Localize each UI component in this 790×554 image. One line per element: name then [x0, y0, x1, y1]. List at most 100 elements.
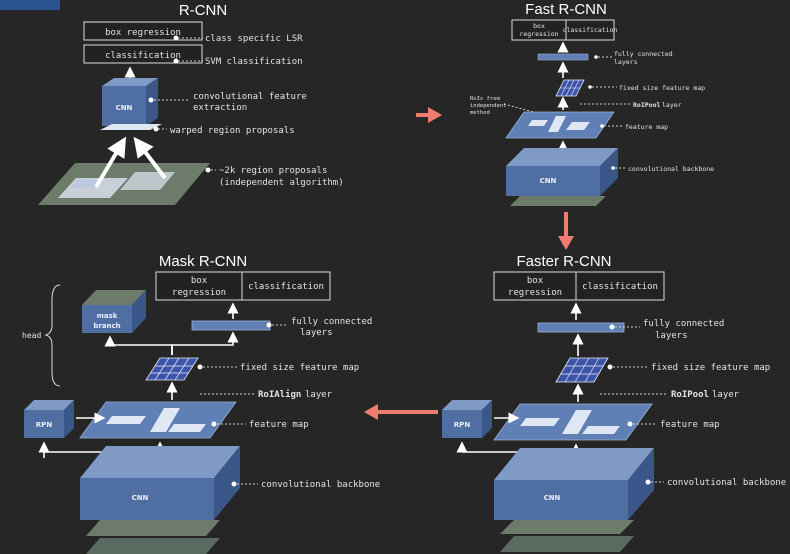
- mask-dot: [231, 481, 237, 487]
- rcnn-lsr-label: class specific LSR: [205, 34, 303, 44]
- fast-layer: layer: [662, 101, 682, 109]
- faster-layer: layer: [712, 390, 740, 400]
- fast-title: Fast R-CNN: [525, 1, 607, 18]
- top-left-fragment: [0, 0, 60, 10]
- faster-fixed: fixed size feature map: [651, 363, 770, 373]
- arrow-faster-to-mask: [364, 404, 438, 420]
- fast-dot: [588, 85, 592, 89]
- rcnn-cnn-label: CNN: [116, 104, 133, 112]
- faster-title: Faster R-CNN: [516, 253, 611, 270]
- mask-fc-2: layers: [300, 328, 333, 338]
- rcnn-dot: [148, 97, 154, 103]
- arrow-fast-to-faster: [558, 212, 574, 250]
- mask-rpn-cube: [24, 400, 74, 438]
- rcnn-dot: [173, 35, 179, 41]
- mask-layer: layer: [305, 390, 333, 400]
- faster-dot: [645, 479, 651, 485]
- mask-branch-2: branch: [93, 322, 120, 330]
- rcnn-conv-feature-2: extraction: [193, 103, 247, 113]
- rcnn-cnn-cube: [102, 78, 158, 126]
- faster-fixed-grid: [555, 357, 609, 383]
- rcnn-panel: R-CNN box regression classification clas…: [38, 2, 344, 205]
- faster-backbone: convolutional backbone: [667, 478, 786, 488]
- faster-roipool: RoIPool: [671, 390, 709, 400]
- fast-fc-bar: [537, 53, 589, 61]
- faster-fc-2: layers: [655, 331, 688, 341]
- mask-box-1: box: [191, 276, 208, 286]
- fast-rois-1: RoIs from: [470, 96, 500, 102]
- rcnn-proposals-1: ~2k region proposals: [219, 166, 327, 176]
- faster-fc-1: fully connected: [643, 319, 724, 329]
- rcnn-classification-label: classification: [105, 51, 181, 61]
- mask-fc-bar: [191, 320, 271, 331]
- fast-fixed: fixed size feature map: [619, 84, 705, 92]
- faster-rpn-cube: [442, 400, 492, 438]
- faster-dot: [627, 421, 633, 427]
- faster-box-regression-box: [493, 271, 577, 301]
- fast-classification: classification: [563, 26, 618, 34]
- mask-classification-box: [241, 271, 331, 301]
- rcnn-dot: [153, 126, 159, 132]
- faster-classification: classification: [582, 282, 658, 292]
- mask-cnn-label: CNN: [132, 494, 149, 502]
- fast-rois-2: independent: [470, 103, 506, 109]
- rcnn-box-regression-box: [83, 21, 203, 41]
- fast-feature-map-label: feature map: [625, 123, 668, 131]
- mask-backbone: convolutional backbone: [261, 480, 380, 490]
- fast-fc-1: fully connected: [614, 50, 673, 58]
- fast-rcnn-panel: Fast R-CNN box regression classification…: [470, 1, 714, 206]
- fast-dot: [611, 166, 615, 170]
- mask-dot: [211, 421, 217, 427]
- mask-fixed-grid: [145, 357, 199, 381]
- fast-cnn-label: CNN: [540, 177, 557, 185]
- faster-box-2: regression: [508, 288, 562, 298]
- fast-box-2: regression: [519, 30, 558, 38]
- fast-dot: [594, 55, 598, 59]
- faster-feature-map: [493, 403, 653, 441]
- mask-classification: classification: [248, 282, 324, 292]
- arrow-rcnn-to-fast: [416, 107, 442, 123]
- fast-fc-2: layers: [614, 58, 638, 66]
- rcnn-conv-feature-1: convolutional feature: [193, 92, 307, 102]
- faster-feature-map-label: feature map: [660, 420, 720, 430]
- fast-box-1: box: [533, 22, 545, 30]
- faster-dot: [607, 364, 613, 370]
- mask-dot: [197, 364, 203, 370]
- rcnn-warped-label: warped region proposals: [170, 126, 295, 136]
- faster-cnn-cube: [494, 448, 654, 552]
- rcnn-classification-box: [83, 44, 203, 64]
- rcnn-svm-label: SVM classification: [205, 57, 303, 67]
- rcnn-warped-slab: [100, 124, 162, 130]
- mask-head-label: head: [22, 331, 41, 340]
- fast-rois-3: method: [470, 110, 490, 116]
- rcnn-dot: [205, 167, 211, 173]
- faster-rpn-label: RPN: [454, 421, 471, 429]
- mask-branch-cube: [82, 290, 146, 333]
- mask-feature-map: [79, 401, 237, 439]
- faster-cnn-label: CNN: [544, 494, 561, 502]
- rcnn-proposals-2: (independent algorithm): [219, 178, 344, 188]
- faster-dot: [609, 324, 615, 330]
- fast-backbone: convolutional backbone: [628, 165, 714, 173]
- mask-dot: [266, 322, 272, 328]
- mask-cnn-cube: [80, 446, 240, 554]
- mask-fc-1: fully connected: [291, 317, 372, 327]
- mask-rpn-label: RPN: [36, 421, 53, 429]
- mask-fixed: fixed size feature map: [240, 363, 359, 373]
- fast-cnn-cube: [506, 148, 618, 206]
- mask-head-brace: [44, 284, 61, 387]
- rcnn-title: R-CNN: [179, 2, 227, 19]
- mask-box-2: regression: [172, 288, 226, 298]
- rcnn-box-regression-label: box regression: [105, 28, 181, 38]
- fast-classification-box: [565, 19, 615, 41]
- faster-box-1: box: [527, 276, 544, 286]
- mask-roialign: RoIAlign: [258, 389, 301, 400]
- mask-title: Mask R-CNN: [159, 253, 247, 270]
- mask-rcnn-panel: Mask R-CNN box regression classification…: [22, 253, 380, 554]
- mask-feature-map-label: feature map: [249, 420, 309, 430]
- fast-fixed-grid: [555, 79, 585, 97]
- fast-feature-map: [505, 111, 615, 139]
- mask-branch-1: mask: [97, 312, 118, 320]
